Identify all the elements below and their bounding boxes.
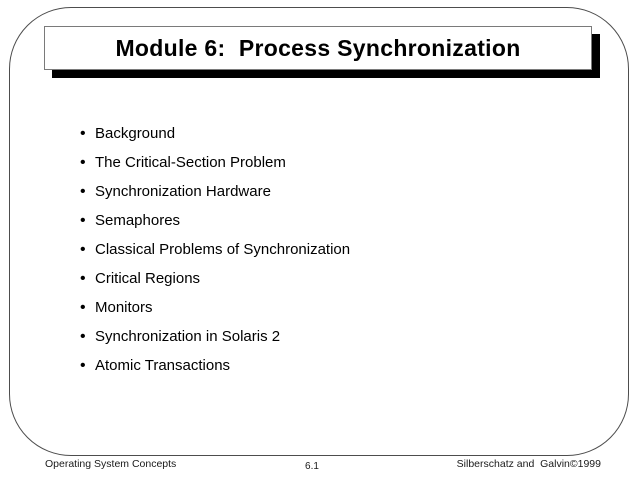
bullet-label: Synchronization Hardware: [95, 183, 271, 200]
bullet-list: • Background • The Critical-Section Problem…: [80, 119, 350, 380]
bullet-label: Background: [95, 125, 176, 142]
bullet-label: Monitors: [95, 299, 153, 316]
list-item: • Classical Problems of Synchronization: [80, 235, 350, 264]
list-item: • The Critical-Section Problem: [80, 148, 350, 177]
bullet-icon: •: [80, 154, 86, 171]
bullet-icon: •: [80, 125, 86, 142]
bullet-icon: •: [80, 212, 86, 229]
bullet-label: Critical Regions: [95, 270, 201, 287]
slide-rounded-border: [9, 7, 629, 456]
list-item: • Monitors: [80, 293, 350, 322]
footer-book-title: Operating System Concepts: [45, 458, 177, 470]
bullet-icon: •: [80, 357, 86, 374]
bullet-label: Classical Problems of Synchronization: [95, 241, 351, 258]
bullet-label: Atomic Transactions: [95, 357, 231, 374]
title-box: Module 6: Process Synchronization: [44, 26, 592, 70]
list-item: • Semaphores: [80, 206, 350, 235]
list-item: • Atomic Transactions: [80, 351, 350, 380]
bullet-icon: •: [80, 241, 86, 258]
bullet-label: Semaphores: [95, 212, 181, 229]
footer-page-number: 6.1: [305, 461, 319, 472]
list-item: • Critical Regions: [80, 264, 350, 293]
bullet-icon: •: [80, 183, 86, 200]
bullet-icon: •: [80, 270, 86, 287]
list-item: • Synchronization in Solaris 2: [80, 322, 350, 351]
bullet-label: Synchronization in Solaris 2: [95, 328, 281, 345]
bullet-icon: •: [80, 299, 86, 316]
bullet-icon: •: [80, 328, 86, 345]
footer-authors: Silberschatz and Galvin©1999: [456, 458, 601, 470]
list-item: • Background: [80, 119, 350, 148]
bullet-label: The Critical-Section Problem: [95, 154, 286, 171]
list-item: • Synchronization Hardware: [80, 177, 350, 206]
slide-title: Module 6: Process Synchronization: [115, 34, 521, 61]
